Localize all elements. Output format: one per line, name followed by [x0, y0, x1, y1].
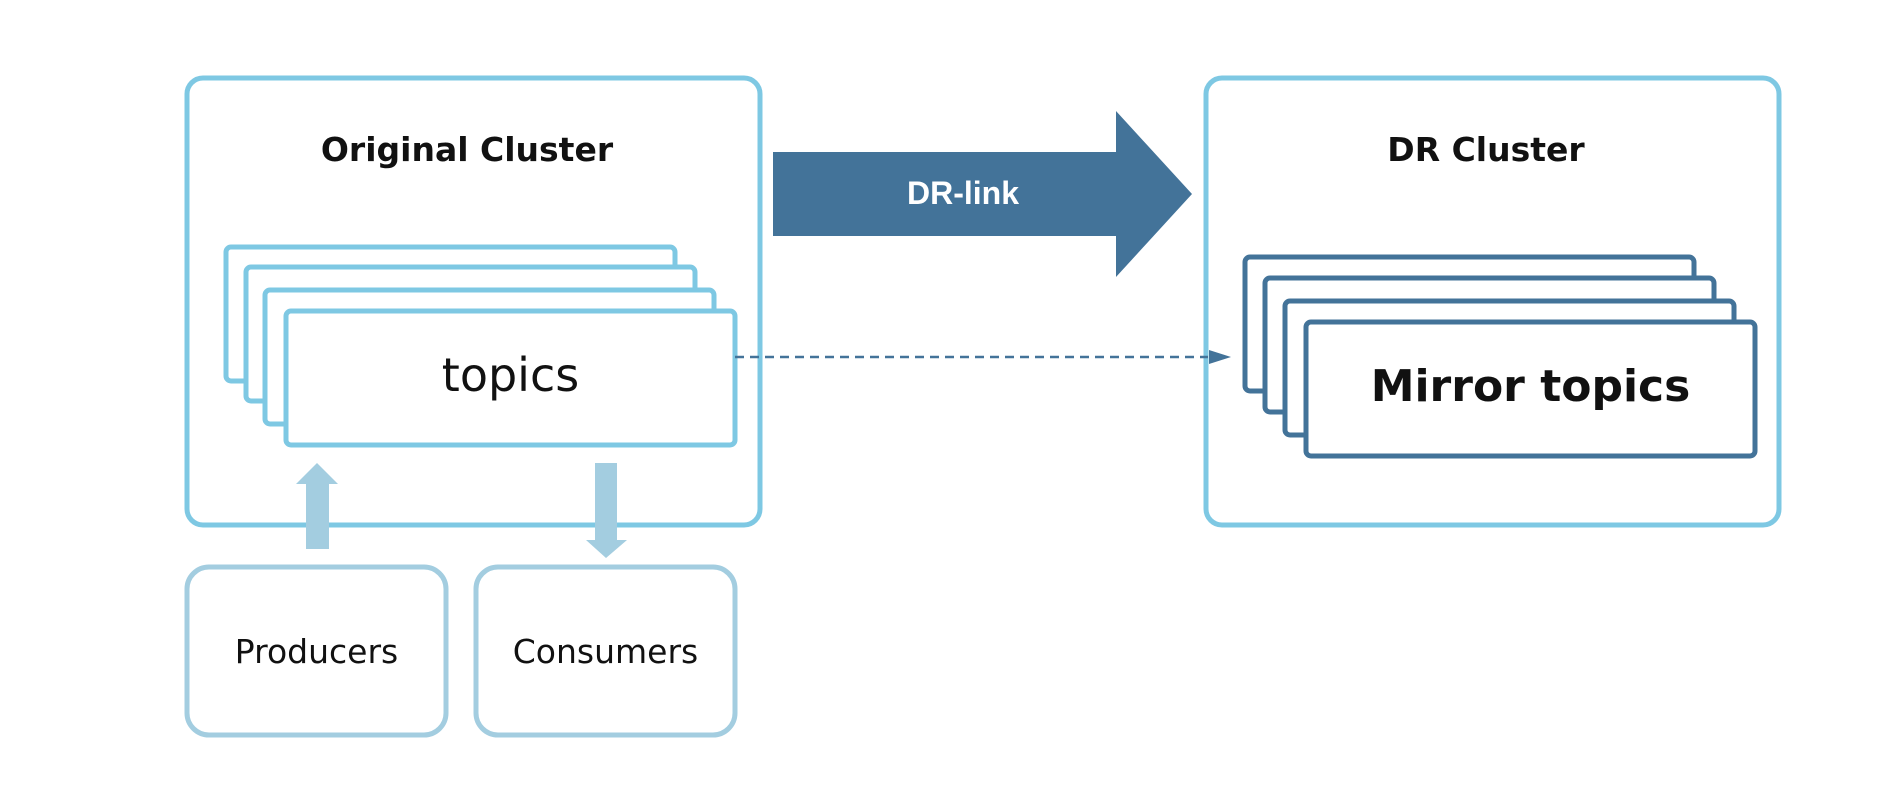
producers-box [184, 564, 449, 738]
dr-link-label: DR-link [907, 175, 1019, 211]
topic-card-front [283, 308, 738, 448]
dr-link-arrow-icon [773, 111, 1192, 277]
topics-label: topics [441, 348, 580, 402]
consumers-box [473, 564, 738, 738]
producers-label: Producers [234, 632, 399, 671]
dr-cluster-title: DR Cluster [1387, 130, 1585, 169]
produce-arrow-icon [296, 463, 338, 549]
mirror-topic-card-front [1303, 319, 1758, 459]
consumers-label: Consumers [512, 632, 699, 671]
mirror-connector-arrowhead-icon [1209, 350, 1231, 364]
consume-arrow-icon [586, 463, 627, 558]
mirror-topics-label: Mirror topics [1370, 361, 1691, 412]
original-cluster-title: Original Cluster [320, 130, 614, 169]
